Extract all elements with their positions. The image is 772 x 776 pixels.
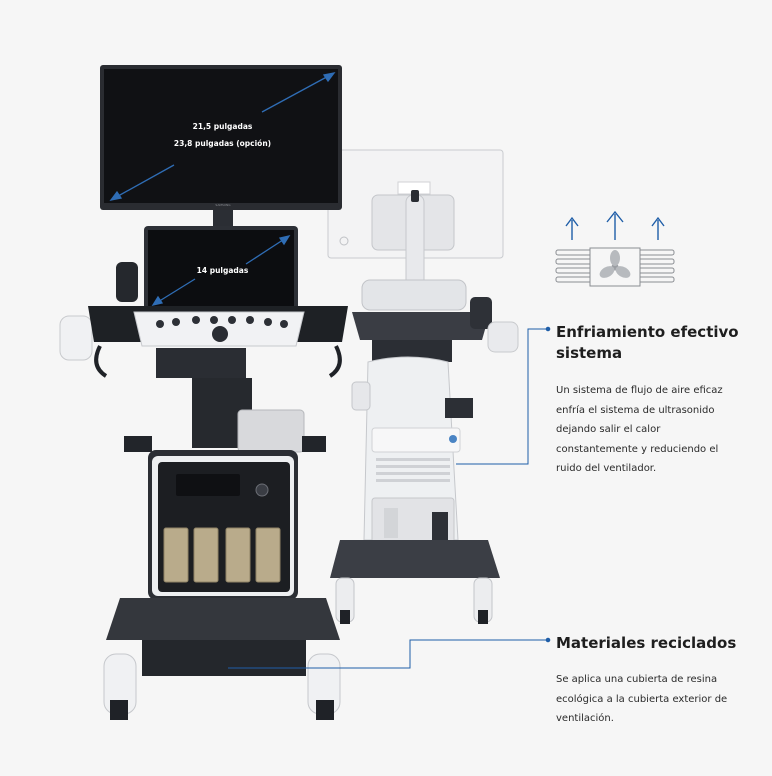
cooling-title: Enfriamiento efectivo sistema [556,323,739,362]
monitor-brand: SAMSUNG [215,203,231,207]
cooling-description: Un sistema de flujo de aire eficaz enfrí… [556,385,723,474]
recycled-title: Materiales reciclados [556,634,737,652]
probe-ports [163,527,281,583]
rear-view-unit [327,149,519,624]
monitor-size-label: 21,5 pulgadas [192,122,253,131]
monitor-option-label: 23,8 pulgadas (opción) [173,139,272,148]
callout-line-cooling [456,326,551,465]
rear-vent-grille [376,458,450,482]
fan-icon [589,247,641,287]
touchscreen-size-label: 14 pulgadas [196,266,249,275]
monitor-size-arrows [109,72,336,201]
recycled-description: Se aplica una cubierta de resina ecológi… [556,674,728,724]
front-view-unit [59,65,348,720]
touchscreen-size-arrows [151,235,291,306]
callout-line-recycled [228,637,551,669]
airflow-arrow-icon [565,210,665,240]
